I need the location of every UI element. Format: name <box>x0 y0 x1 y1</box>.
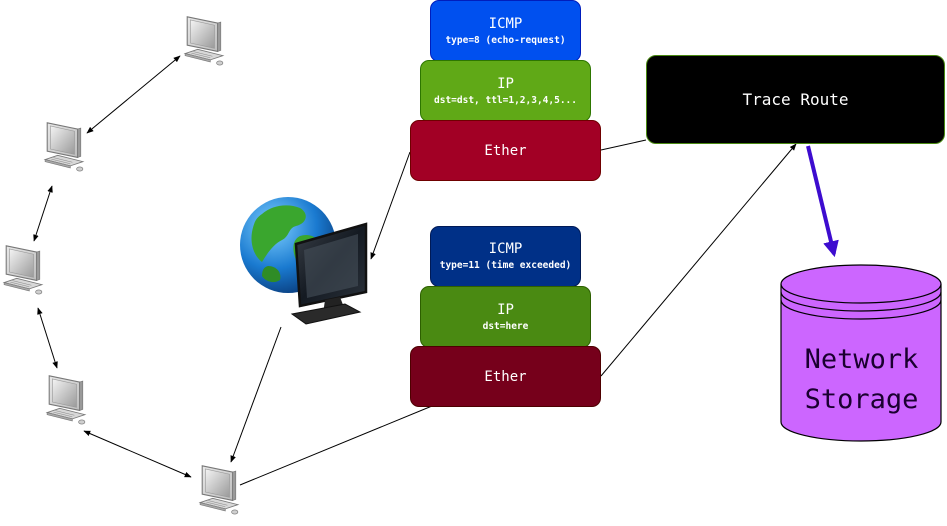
link-arrow <box>37 307 58 369</box>
icmp-echo-request-layer: ICMP type=8 (echo-request) <box>430 0 581 62</box>
icmp-type-label: type=11 (time exceeded) <box>439 260 572 271</box>
flow-lines <box>230 139 797 486</box>
icmp-title: ICMP <box>488 15 523 32</box>
ether-title: Ether <box>484 142 527 159</box>
storage-arrow <box>806 145 839 258</box>
ip-title: IP <box>497 75 514 92</box>
storage-label-line2: Storage <box>804 384 919 415</box>
ip-title: IP <box>497 301 514 318</box>
link-arrow <box>86 55 181 134</box>
computer-chain <box>3 16 239 515</box>
ether-title: Ether <box>484 368 527 385</box>
ip-in-layer: IP dst=here <box>420 286 591 348</box>
computer-links <box>33 55 192 478</box>
trace-route-box: Trace Route <box>646 55 945 144</box>
link-arrow <box>33 185 53 242</box>
flow-arrow <box>230 326 282 463</box>
database-cylinder-icon <box>780 264 942 442</box>
flow-line <box>600 139 647 151</box>
flow-line <box>239 405 433 486</box>
network-storage-label: Network Storage <box>781 340 942 420</box>
flow-arrow <box>370 151 411 260</box>
ether-in-layer: Ether <box>410 346 601 407</box>
ip-dst-label: dst=dst, ttl=1,2,3,4,5... <box>434 94 577 106</box>
trace-route-label: Trace Route <box>742 89 849 109</box>
ip-out-layer: IP dst=dst, ttl=1,2,3,4,5... <box>420 60 591 122</box>
icmp-title: ICMP <box>488 241 523 257</box>
link-arrow <box>83 430 192 478</box>
computer-icon <box>184 16 224 66</box>
icmp-type-label: type=8 (echo-request) <box>445 34 566 46</box>
computer-icon <box>44 122 84 172</box>
computer-icon <box>199 465 239 515</box>
computer-icon <box>3 245 43 295</box>
globe-with-monitor-icon <box>240 197 368 325</box>
icmp-time-exceeded-layer: ICMP type=11 (time exceeded) <box>430 226 581 287</box>
ip-dst-label: dst=here <box>482 320 529 332</box>
storage-label-line1: Network <box>804 344 919 375</box>
computer-icon <box>46 375 86 425</box>
flow-arrow <box>600 143 797 377</box>
ether-out-layer: Ether <box>410 120 601 181</box>
